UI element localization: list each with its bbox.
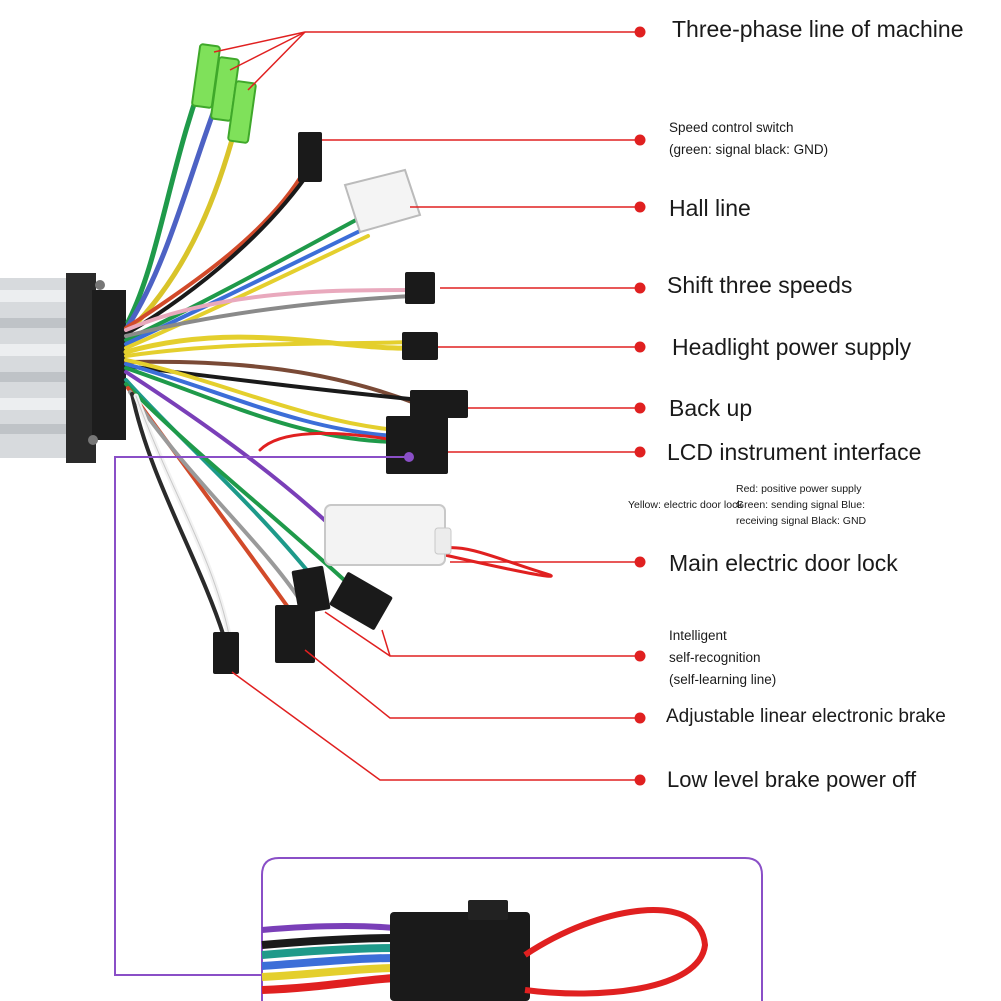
label-lcd: LCD instrument interface bbox=[667, 439, 922, 465]
backup-connector bbox=[410, 390, 468, 418]
label-lcd-detail-2b: Green: sending signal Blue: bbox=[736, 499, 865, 511]
label-three-phase: Three-phase line of machine bbox=[672, 16, 964, 42]
label-low-brake: Low level brake power off bbox=[667, 767, 917, 792]
label-speed-control: Speed control switch (green: signal blac… bbox=[669, 117, 828, 161]
label-speed-control-line1: Speed control switch bbox=[669, 120, 794, 135]
label-lcd-detail-3: receiving signal Black: GND bbox=[736, 515, 867, 527]
label-headlight: Headlight power supply bbox=[672, 334, 912, 360]
label-self-recognition: Intelligent self-recognition (self-learn… bbox=[669, 625, 776, 691]
label-adjustable-brake: Adjustable linear electronic brake bbox=[666, 706, 946, 727]
hall-connector bbox=[343, 168, 422, 234]
label-self-recognition-line1: Intelligent bbox=[669, 628, 727, 643]
headlight-connector bbox=[402, 332, 438, 360]
lcd-connector bbox=[386, 416, 448, 474]
linear-brake-connector bbox=[275, 605, 315, 663]
leader-lines bbox=[213, 31, 640, 781]
lcd-connector-closeup bbox=[261, 900, 709, 1001]
self-learning-connector bbox=[329, 572, 393, 630]
self-learning-connector bbox=[291, 565, 331, 615]
label-hall: Hall line bbox=[669, 195, 751, 221]
label-self-recognition-line3: (self-learning line) bbox=[669, 672, 777, 687]
label-lcd-detail-2a: Yellow: electric door lock bbox=[628, 499, 743, 511]
label-markers bbox=[634, 26, 646, 786]
label-self-recognition-line2: self-recognition bbox=[669, 650, 761, 665]
label-backup: Back up bbox=[669, 395, 753, 421]
three-phase-connector bbox=[227, 80, 257, 144]
connectors bbox=[191, 43, 468, 674]
speed-switch-connector bbox=[298, 132, 322, 182]
door-lock-connector bbox=[324, 504, 446, 566]
label-speed-control-line2: (green: signal black: GND) bbox=[669, 142, 829, 157]
label-lcd-detail-1: Red: positive power supply bbox=[736, 483, 862, 495]
wire-bundle bbox=[123, 57, 553, 643]
controller-housing bbox=[0, 273, 126, 463]
label-door-lock: Main electric door lock bbox=[669, 550, 898, 576]
lcd-callout bbox=[114, 456, 763, 1001]
low-brake-connector bbox=[213, 632, 239, 674]
label-shift: Shift three speeds bbox=[667, 272, 853, 298]
shift-connector bbox=[405, 272, 435, 304]
